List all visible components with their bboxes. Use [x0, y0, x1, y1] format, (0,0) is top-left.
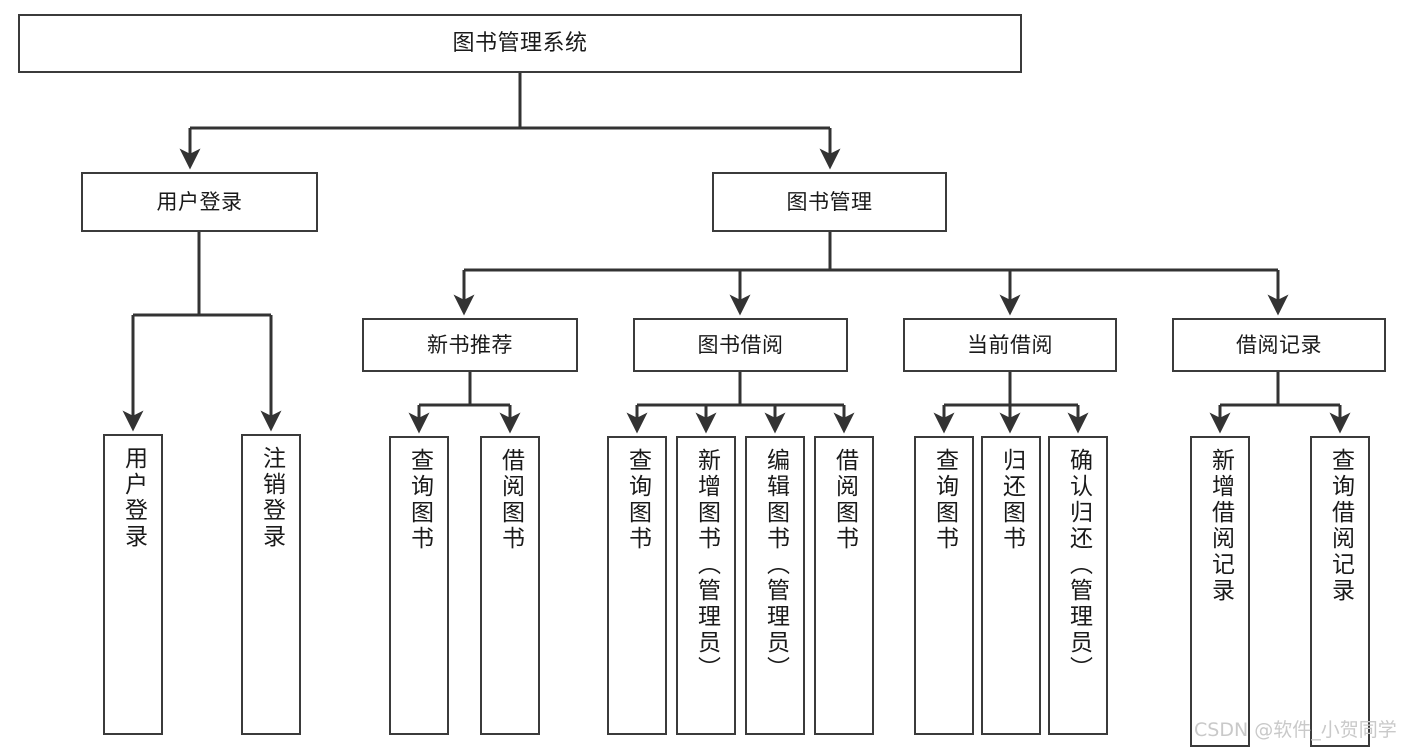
leaf-current-query-book[interactable]: 查询图书 — [914, 436, 974, 735]
leaf-borrow-borrow-book[interactable]: 借阅图书 — [814, 436, 874, 735]
leaf-borrow-query-book-label: 查询图书 — [624, 448, 651, 552]
leaf-record-add-record-label: 新增借阅记录 — [1207, 448, 1234, 604]
leaf-record-add-record[interactable]: 新增借阅记录 — [1190, 436, 1250, 747]
node-root-label: 图书管理系统 — [452, 30, 588, 56]
node-book-borrow[interactable]: 图书借阅 — [633, 318, 848, 372]
node-new-book-recommend[interactable]: 新书推荐 — [362, 318, 578, 372]
leaf-user-login-login[interactable]: 用户登录 — [103, 434, 163, 735]
leaf-borrow-borrow-book-label: 借阅图书 — [831, 448, 858, 552]
node-current-borrow-label: 当前借阅 — [967, 332, 1053, 357]
leaf-borrow-add-book-admin-label: 新增图书（管理员） — [693, 448, 720, 682]
leaf-current-confirm-return-admin-label: 确认归还（管理员） — [1065, 448, 1092, 682]
leaf-borrow-query-book[interactable]: 查询图书 — [607, 436, 667, 735]
node-user-login[interactable]: 用户登录 — [81, 172, 318, 232]
leaf-current-query-book-label: 查询图书 — [931, 448, 958, 552]
leaf-user-login-logout[interactable]: 注销登录 — [241, 434, 301, 735]
leaf-current-confirm-return-admin[interactable]: 确认归还（管理员） — [1048, 436, 1108, 735]
node-current-borrow[interactable]: 当前借阅 — [903, 318, 1117, 372]
node-borrow-record-label: 借阅记录 — [1236, 332, 1322, 357]
node-book-borrow-label: 图书借阅 — [697, 332, 784, 357]
node-user-login-label: 用户登录 — [156, 189, 243, 214]
leaf-borrow-edit-book-admin-label: 编辑图书（管理员） — [762, 448, 789, 682]
leaf-new-book-query-label: 查询图书 — [406, 448, 433, 552]
leaf-borrow-edit-book-admin[interactable]: 编辑图书（管理员） — [745, 436, 805, 735]
leaf-current-return-book-label: 归还图书 — [998, 448, 1025, 552]
node-book-management-label: 图书管理 — [786, 189, 873, 214]
leaf-current-return-book[interactable]: 归还图书 — [981, 436, 1041, 735]
node-root-book-management-system[interactable]: 图书管理系统 — [18, 14, 1022, 73]
leaf-new-book-query[interactable]: 查询图书 — [389, 436, 449, 735]
node-book-management[interactable]: 图书管理 — [712, 172, 947, 232]
leaf-record-query-record-label: 查询借阅记录 — [1327, 448, 1354, 604]
leaf-new-book-borrow[interactable]: 借阅图书 — [480, 436, 540, 735]
leaf-new-book-borrow-label: 借阅图书 — [497, 448, 524, 552]
leaf-borrow-add-book-admin[interactable]: 新增图书（管理员） — [676, 436, 736, 735]
leaf-record-query-record[interactable]: 查询借阅记录 — [1310, 436, 1370, 747]
watermark: CSDN @软件_小贺同学 — [1194, 719, 1397, 741]
node-borrow-record[interactable]: 借阅记录 — [1172, 318, 1386, 372]
node-new-book-recommend-label: 新书推荐 — [427, 332, 513, 357]
leaf-user-login-logout-label: 注销登录 — [258, 446, 285, 550]
leaf-user-login-login-label: 用户登录 — [120, 446, 147, 550]
